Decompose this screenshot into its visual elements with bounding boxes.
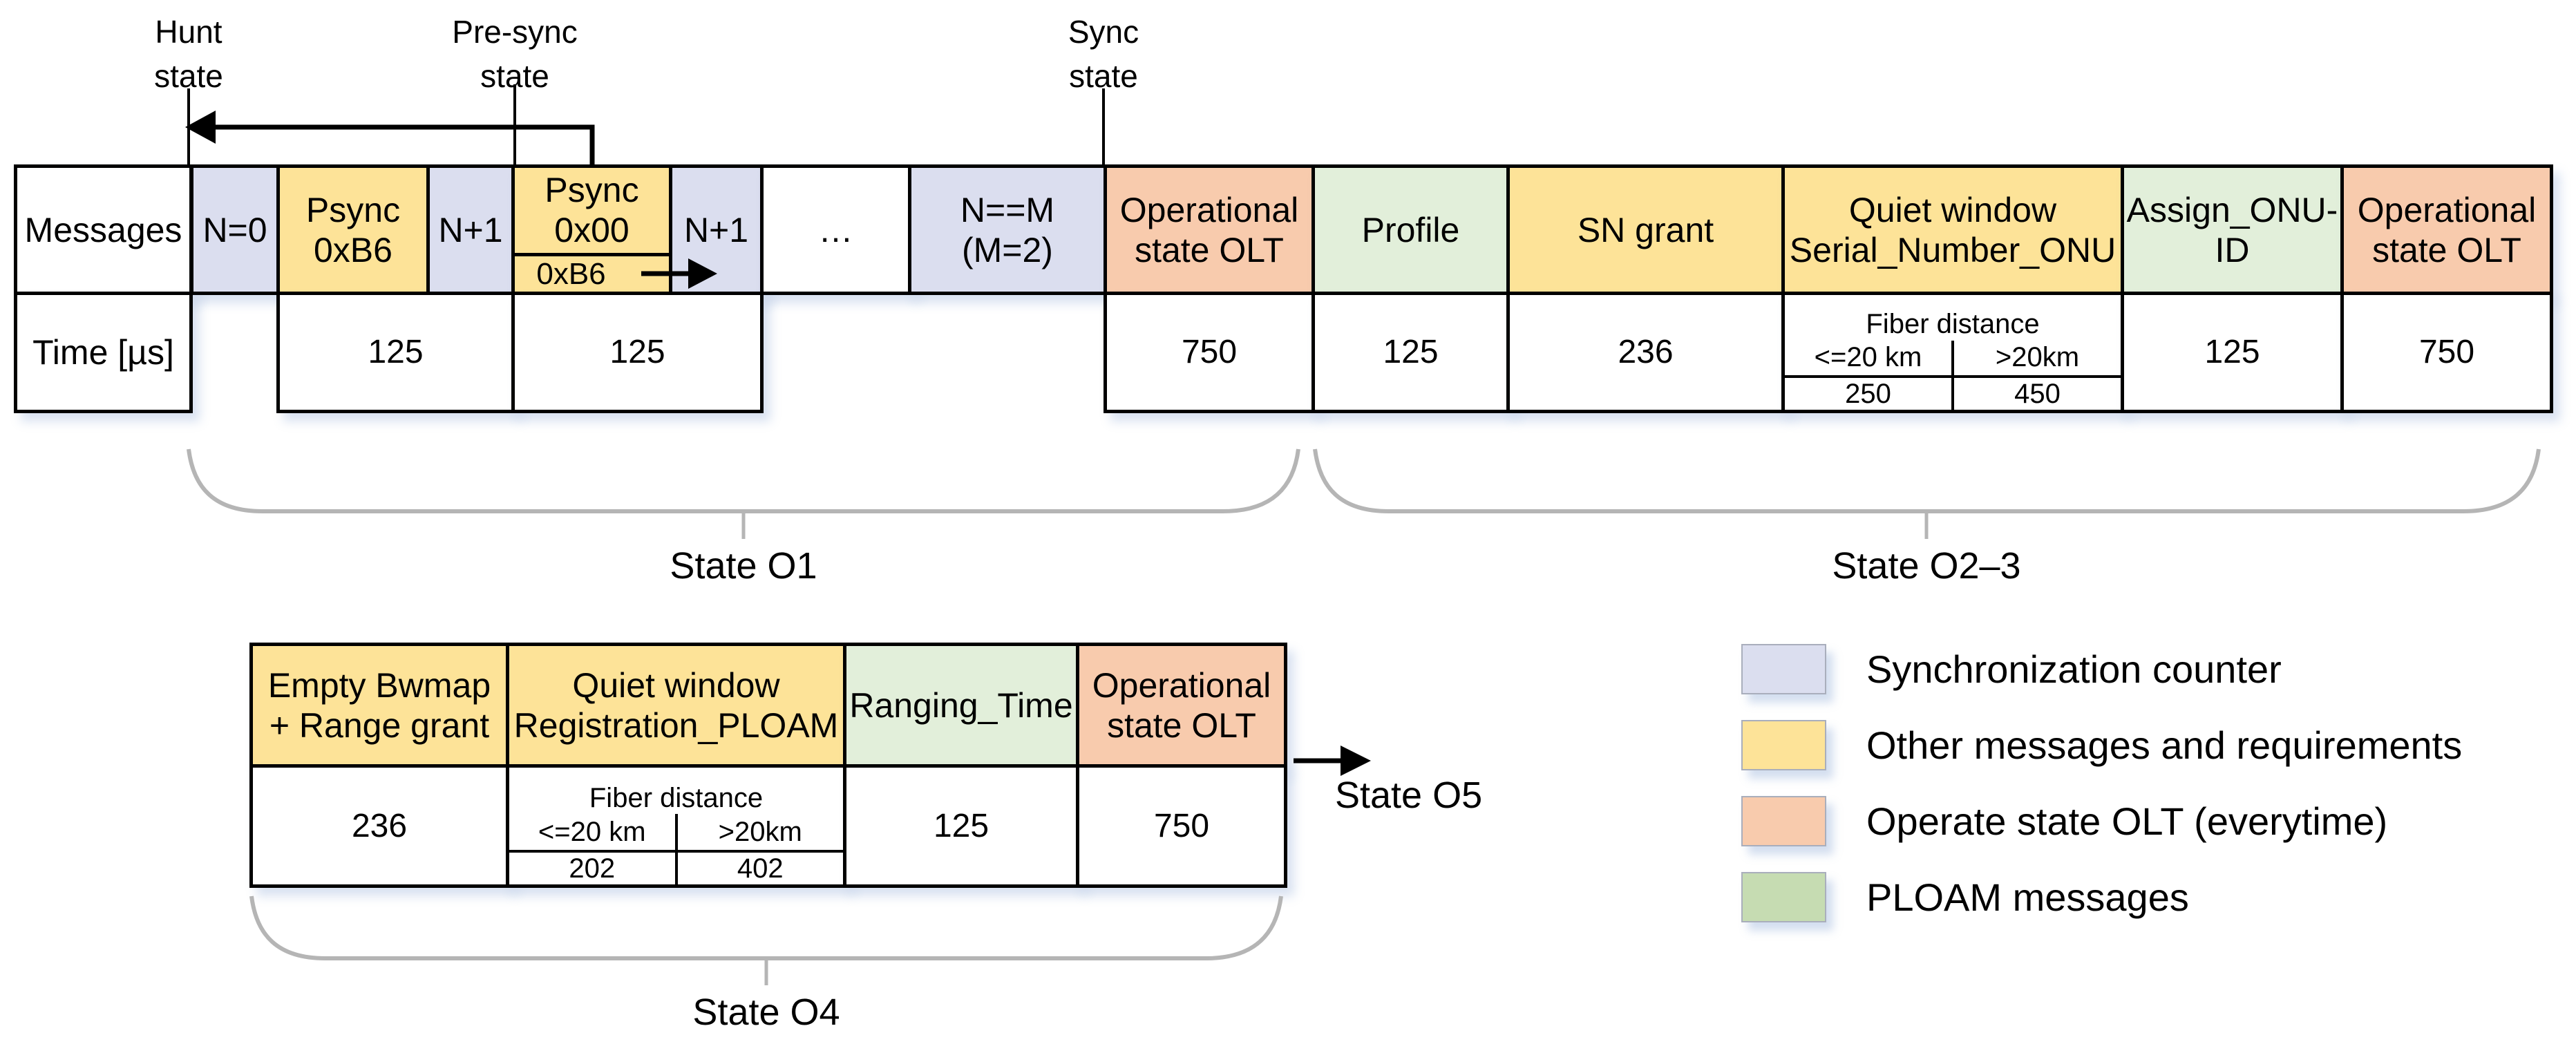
state-o5-label: State O5 [1335, 775, 1483, 816]
table1-time-header: Time [µs] [14, 292, 193, 413]
table1-cell-n-plus-1b: N+1 [669, 164, 764, 295]
table1-time-236: 236 [1506, 292, 1785, 413]
state-o4-brace [249, 895, 1283, 960]
table2-cell-ranging-time: Ranging_Time [843, 643, 1079, 768]
feedback-arrow-line [209, 124, 595, 166]
table2-time-750: 750 [1076, 764, 1287, 888]
table1-cell-operational-olt-2: Operational state OLT [2340, 164, 2553, 295]
table1-cell-quiet-window-sn: Quiet window Serial_Number_ONU [1781, 164, 2124, 295]
fiber-distance-title-2: Fiber distance [589, 782, 764, 813]
table2-fiber-distance-cell: Fiber distance <=20 km >20km 202 402 [506, 764, 846, 888]
feedback-arrow-head-icon [185, 111, 216, 144]
table1-cell-profile: Profile [1311, 164, 1510, 295]
table1-time-125b: 125 [511, 292, 764, 413]
table1-cell-n-plus-1a: N+1 [426, 164, 515, 295]
table1-cell-sn-grant: SN grant [1506, 164, 1785, 295]
fiber-near-value: 250 [1845, 378, 1891, 409]
fiber-far-label-2: >20km [674, 814, 844, 850]
hunt-state-label: Hunt state [154, 14, 223, 95]
fiber-near-label-2: <=20 km [538, 816, 646, 847]
table1-time-125c: 125 [1311, 292, 1510, 413]
pre-sync-state-label: Pre-sync state [452, 14, 578, 95]
table1-time-125d: 125 [2121, 292, 2344, 413]
sync-counter-swatch-icon [1741, 644, 1826, 694]
legend-item-ploam: PLOAM messages [1741, 872, 2189, 922]
legend-label-ploam: PLOAM messages [1866, 875, 2189, 919]
table2-cell-operational-olt: Operational state OLT [1076, 643, 1287, 768]
state-o1-label: State O1 [670, 545, 817, 587]
table1-cell-n-equals-m: N==M (M=2) [908, 164, 1107, 295]
legend-label-other-messages: Other messages and requirements [1866, 723, 2463, 767]
fiber-far-label: >20km [1951, 340, 2121, 375]
fiber-distance-title: Fiber distance [1866, 309, 2040, 340]
legend-item-operate-state: Operate state OLT (everytime) [1741, 796, 2387, 846]
table2-cell-empty-bwmap: Empty Bwmap + Range grant [249, 643, 509, 768]
table1-messages-header: Messages [14, 164, 193, 295]
sync-state-label: Sync state [1068, 14, 1139, 95]
table1-time-125a: 125 [276, 292, 515, 413]
legend-label-sync-counter: Synchronization counter [1866, 647, 2282, 691]
table1-fiber-distance-cell: Fiber distance <=20 km >20km 250 450 [1781, 292, 2124, 413]
legend-label-operate-state: Operate state OLT (everytime) [1866, 799, 2388, 843]
table2-time-236: 236 [249, 764, 509, 888]
legend-item-sync-counter: Synchronization counter [1741, 644, 2282, 694]
state-o2-3-brace [1313, 448, 2541, 513]
operate-state-swatch-icon [1741, 796, 1826, 846]
table1-cell-psync-0xb6: Psync 0xB6 [276, 164, 430, 295]
fiber-far-value: 450 [1951, 377, 2121, 410]
table1-cell-psync-0x00: Psync 0x00 0xB6 [511, 164, 672, 295]
ploam-swatch-icon [1741, 872, 1826, 922]
table1-time-750b: 750 [2340, 292, 2553, 413]
state-o2-3-label: State O2–3 [1832, 545, 2021, 587]
fiber-far-value-2: 402 [674, 852, 844, 884]
table2-time-125: 125 [843, 764, 1079, 888]
psync-0x00-text: Psync 0x00 [544, 171, 639, 250]
state-o1-brace [187, 448, 1300, 513]
psync-0xb6-repeat-text: 0xB6 [515, 252, 669, 292]
legend-item-other-messages: Other messages and requirements [1741, 720, 2462, 770]
table1-cell-operational-olt-1: Operational state OLT [1104, 164, 1315, 295]
table2-cell-quiet-window-registration: Quiet window Registration_PLOAM [506, 643, 846, 768]
fiber-near-label: <=20 km [1814, 342, 1922, 373]
table1-cell-assign-onu-id: Assign_ONU- ID [2121, 164, 2344, 295]
state-o4-label: State O4 [692, 992, 840, 1033]
state-o5-arrow-head-icon [1341, 746, 1371, 776]
table1-cell-n0: N=0 [190, 164, 280, 295]
fiber-near-value-2: 202 [569, 853, 616, 884]
other-messages-swatch-icon [1741, 720, 1826, 770]
table1-time-750a: 750 [1104, 292, 1315, 413]
table1-cell-ellipsis: … [760, 164, 911, 295]
